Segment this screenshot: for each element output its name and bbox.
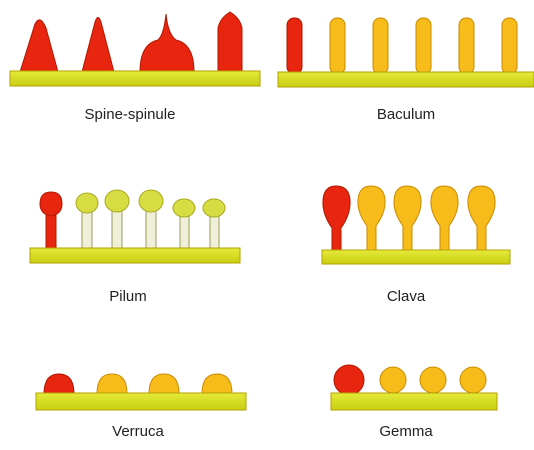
gemma-element-1 [334,365,364,395]
gemma-element-4 [460,367,486,393]
gemma-element-2 [380,367,406,393]
label-gemma: Gemma [306,423,506,440]
baculum-element-1 [287,18,302,74]
clava-element-2 [358,186,385,252]
baculum-element-5 [459,18,474,74]
verruca-element-4 [202,374,232,394]
verruca-element-3 [149,374,179,394]
gemma-element-3 [420,367,446,393]
pilum-head-1 [40,192,62,216]
clava-element-5 [468,186,495,252]
verruca-element-1 [44,374,74,394]
label-clava: Clava [306,288,506,305]
label-verruca: Verruca [38,423,238,440]
panel-clava [322,186,510,264]
spine-element-1 [20,20,58,72]
pilum-head-6 [203,199,225,217]
gemma-base-layer [331,393,497,410]
spine-element-3 [140,14,194,72]
pilum-stalk-5 [180,212,189,250]
verruca-element-2 [97,374,127,394]
pilum-stalk-6 [210,212,219,250]
clava-base-layer [322,250,510,264]
clava-element-3 [394,186,421,252]
clava-element-4 [431,186,458,252]
panel-baculum [278,18,534,87]
pilum-head-3 [105,190,129,212]
label-spine-spinule: Spine-spinule [30,106,230,123]
pilum-head-5 [173,199,195,217]
baculum-element-3 [373,18,388,74]
baculum-base-layer [278,72,534,87]
baculum-element-4 [416,18,431,74]
verruca-base-layer [36,393,246,410]
pilum-stalk-4 [146,206,156,250]
panel-gemma [331,365,497,410]
spine-element-2 [82,18,114,73]
baculum-element-6 [502,18,517,74]
panel-verruca [36,374,246,410]
pilum-stalk-3 [112,206,122,250]
panel-spine-spinule [10,12,260,86]
pilum-head-2 [76,193,98,213]
panel-pilum [30,190,240,263]
baculum-element-2 [330,18,345,74]
pilum-head-4 [139,190,163,212]
spine-base-layer [10,71,260,86]
label-pilum: Pilum [28,288,228,305]
pilum-base-layer [30,248,240,263]
clava-element-1 [323,186,350,252]
spine-element-4 [218,12,242,72]
label-baculum: Baculum [306,106,506,123]
